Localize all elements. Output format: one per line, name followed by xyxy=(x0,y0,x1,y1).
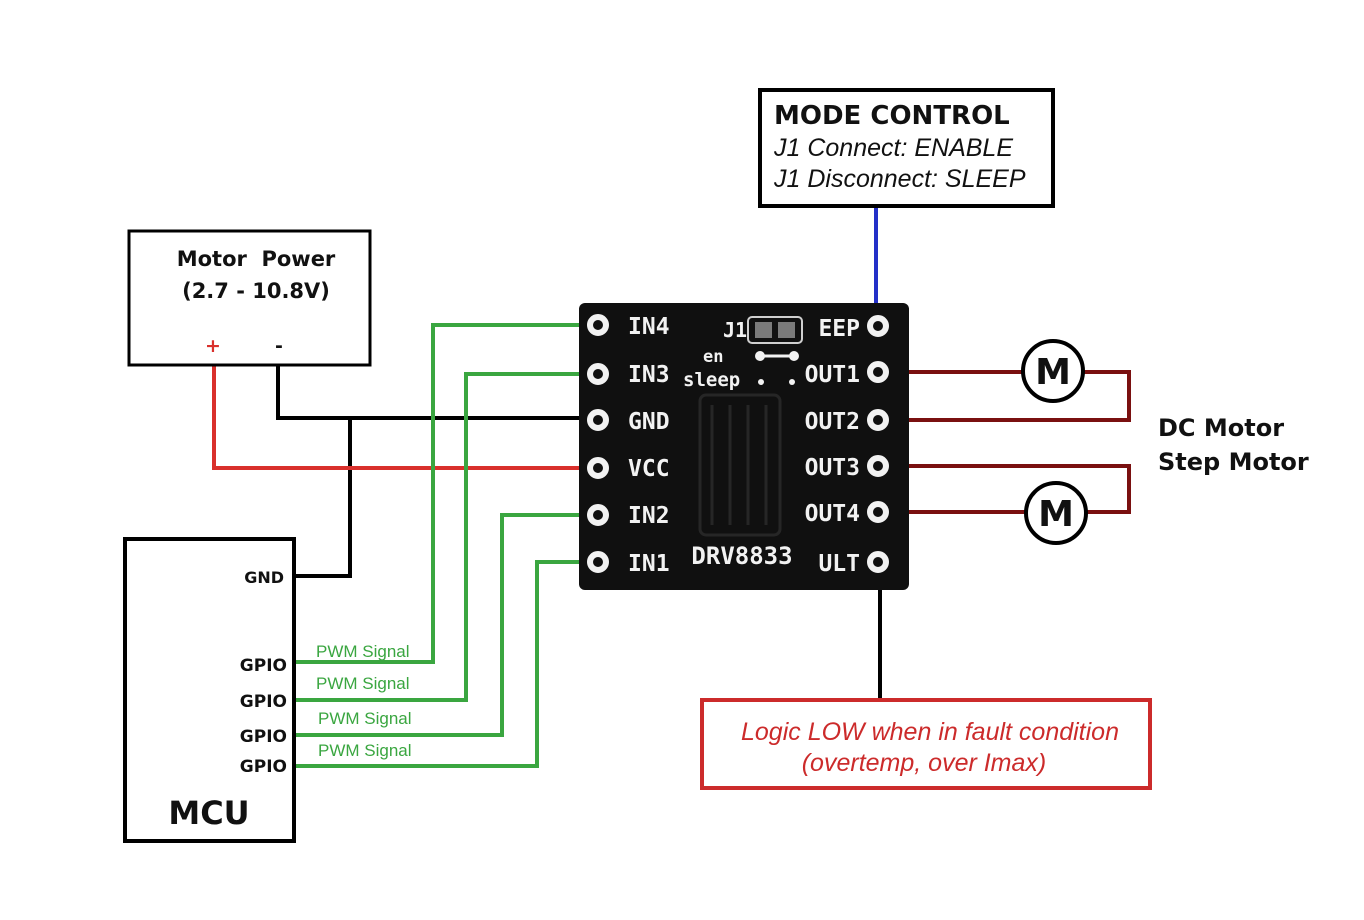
wire-motor1-out2 xyxy=(878,370,1131,422)
pwm-signal-label-2: PWM Signal xyxy=(316,674,410,693)
pin-label-in3: IN3 xyxy=(628,362,670,388)
pin-label-eep: EEP xyxy=(818,316,860,342)
motor-2: M xyxy=(1024,481,1088,545)
mcu-gpio-label-4: GPIO xyxy=(240,757,287,777)
wire-gnd-power xyxy=(276,362,598,420)
pin-hole-vcc xyxy=(587,457,609,479)
pwm-signal-label-4: PWM Signal xyxy=(318,741,412,760)
pin-hole-in2 xyxy=(587,504,609,526)
pin-hole-out3 xyxy=(867,455,889,477)
pin-label-out1: OUT1 xyxy=(805,362,860,388)
left-pin-holes xyxy=(587,314,609,573)
mcu-label: MCU xyxy=(168,794,249,832)
pwm-signal-label-3: PWM Signal xyxy=(318,709,412,728)
mode-control-box: MODE CONTROL J1 Connect: ENABLE J1 Disco… xyxy=(758,88,1055,208)
pin-hole-gnd xyxy=(587,409,609,431)
sleep-dot-2 xyxy=(789,379,795,385)
wire-pwm-in4 xyxy=(294,323,598,664)
wire-vcc xyxy=(212,362,598,470)
fault-line-1: Logic LOW when in fault condition xyxy=(741,718,1119,746)
pin-label-ult: ULT xyxy=(818,551,860,577)
en-jumper-symbol xyxy=(755,351,799,361)
pin-label-out2: OUT2 xyxy=(805,409,860,435)
wire-gnd-mcu xyxy=(294,418,352,578)
pin-hole-in3 xyxy=(587,363,609,385)
pin-hole-out2 xyxy=(867,409,889,431)
fault-line-2: (overtemp, over Imax) xyxy=(802,749,1047,777)
mcu-box: GND GPIO GPIO GPIO GPIO MCU xyxy=(123,537,296,843)
motor-2-letter: M xyxy=(1038,494,1074,535)
right-pin-holes xyxy=(867,315,889,573)
pin-label-gnd: GND xyxy=(628,409,670,435)
pin-hole-eep xyxy=(867,315,889,337)
pin-hole-ult xyxy=(867,551,889,573)
mode-control-sleep: J1 Disconnect: SLEEP xyxy=(773,165,1026,193)
board-name: DRV8833 xyxy=(691,542,792,570)
pin-label-in1: IN1 xyxy=(628,551,670,577)
mcu-gpio-label-3: GPIO xyxy=(240,727,287,747)
motor-power-plus: + xyxy=(205,335,221,357)
mcu-gpio-label-1: GPIO xyxy=(240,656,287,676)
motor-power-title: Motor Power xyxy=(177,247,336,271)
pin-label-in2: IN2 xyxy=(628,503,670,529)
motor-power-minus: - xyxy=(275,335,283,357)
mode-control-enable: J1 Connect: ENABLE xyxy=(773,134,1013,162)
motor-1-letter: M xyxy=(1035,352,1071,393)
wire-pwm-in1 xyxy=(294,560,598,768)
pin-label-out3: OUT3 xyxy=(805,455,860,481)
drv8833-board: J1 en sleep xyxy=(579,303,909,590)
board-traces xyxy=(698,393,782,537)
mode-control-title: MODE CONTROL xyxy=(774,101,1010,131)
sleep-dot-1 xyxy=(758,379,764,385)
pin-label-out4: OUT4 xyxy=(805,501,860,527)
pin-hole-out4 xyxy=(867,501,889,523)
pin-label-vcc: VCC xyxy=(628,456,670,482)
pin-hole-out1 xyxy=(867,361,889,383)
pin-label-in4: IN4 xyxy=(628,314,670,340)
motor-1: M xyxy=(1021,339,1085,403)
pin-hole-in1 xyxy=(587,551,609,573)
motor-type-label-1: DC Motor xyxy=(1158,414,1284,442)
motor-type-label-2: Step Motor xyxy=(1158,448,1309,476)
pin-hole-in4 xyxy=(587,314,609,336)
mcu-gnd-label: GND xyxy=(244,568,284,587)
wire-pwm-in2 xyxy=(294,513,598,737)
motor-power-box: Motor Power (2.7 - 10.8V) + - xyxy=(127,229,372,367)
wire-out3-motor2 xyxy=(878,464,1131,514)
wire-pwm-in3 xyxy=(294,372,598,702)
j1-jumper-pads xyxy=(747,316,803,344)
pwm-signal-label-1: PWM Signal xyxy=(316,642,410,661)
board-j1-label: J1 xyxy=(723,318,747,342)
mcu-gpio-label-2: GPIO xyxy=(240,692,287,712)
board-en-label: en xyxy=(703,347,723,367)
motor-power-range: (2.7 - 10.8V) xyxy=(182,279,330,303)
fault-box: Logic LOW when in fault condition (overt… xyxy=(700,698,1152,790)
board-sleep-label: sleep xyxy=(683,369,740,391)
